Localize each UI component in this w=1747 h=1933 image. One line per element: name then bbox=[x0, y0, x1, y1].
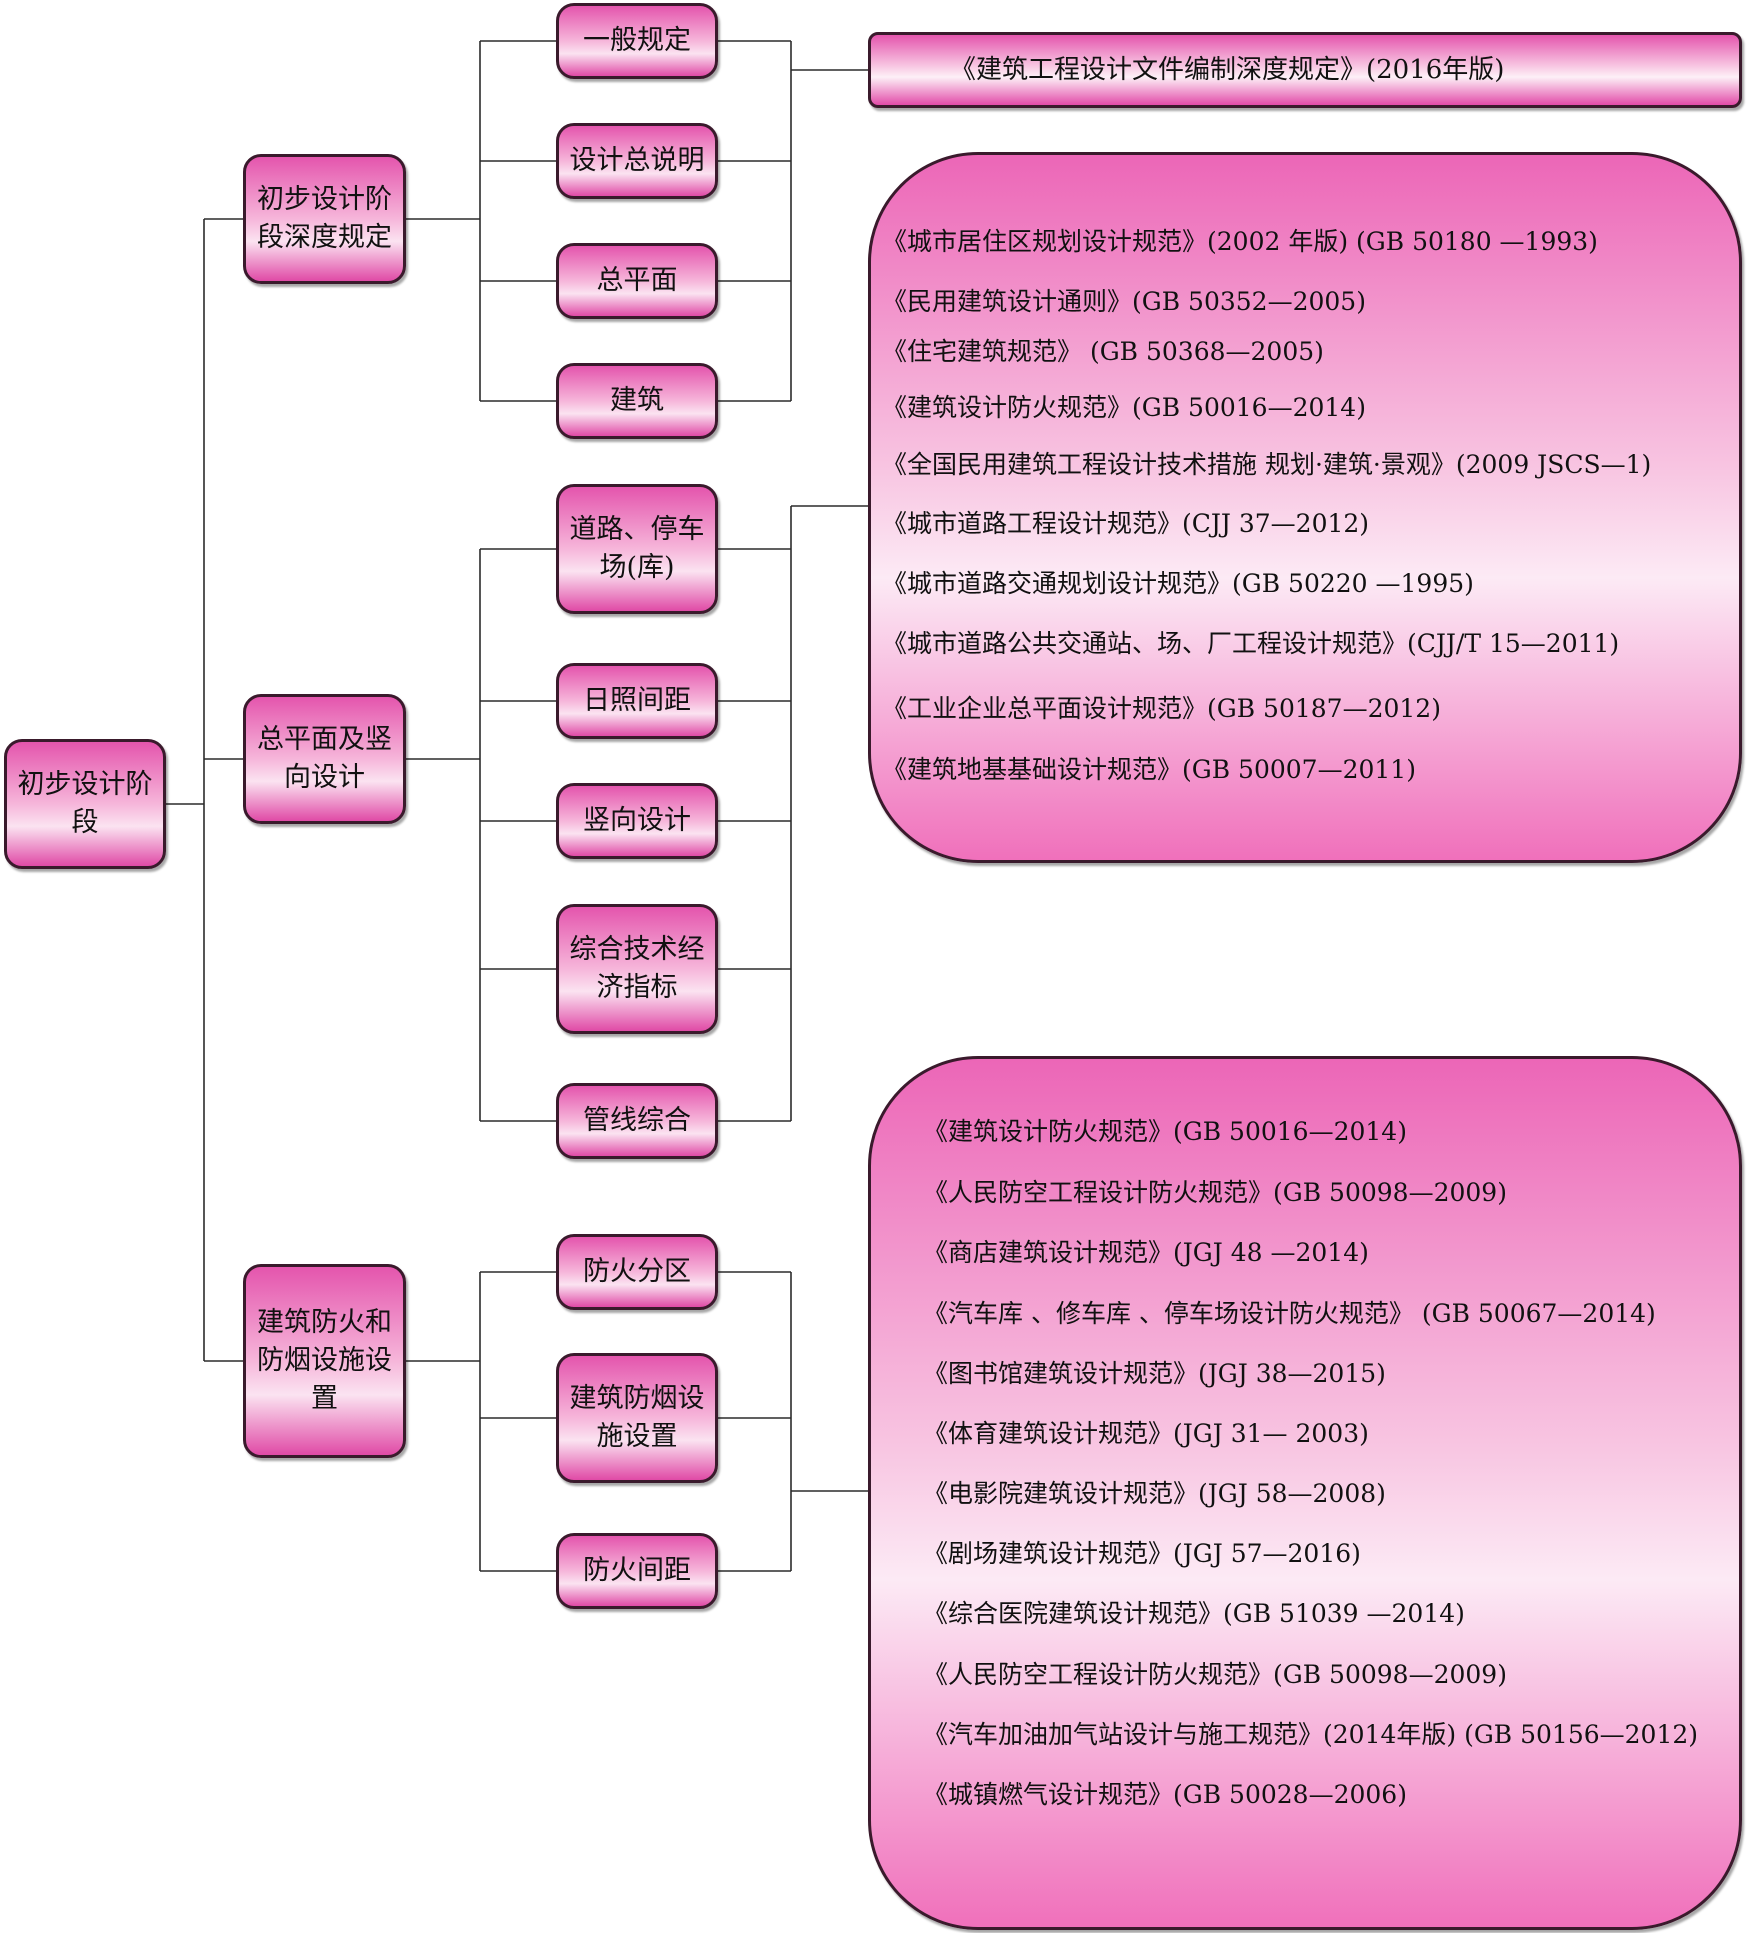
panel-site-planning-standards: 《城市居住区规划设计规范》(2002 年版) (GB 50180 —1993) … bbox=[868, 152, 1742, 863]
standard-ref: 《人民防空工程设计防火规范》(GB 50098—2009) bbox=[923, 1660, 1507, 1689]
node-label: 建筑防烟设 bbox=[569, 1383, 705, 1414]
standard-ref: 《剧场建筑设计规范》(JGJ 57—2016) bbox=[923, 1539, 1361, 1568]
node-label: 建筑 bbox=[610, 385, 664, 416]
standard-ref: 《城市道路交通规划设计规范》(GB 50220 —1995) bbox=[882, 569, 1474, 598]
level2-node-general: 一般规定 bbox=[556, 3, 718, 79]
root-node: 初步设计阶段 bbox=[4, 739, 166, 869]
standard-ref: 《建筑设计防火规范》(GB 50016—2014) bbox=[923, 1117, 1407, 1146]
node-label: 段 bbox=[71, 807, 99, 838]
level2-node-pipeline-integration: 管线综合 bbox=[556, 1083, 718, 1159]
node-label: 一般规定 bbox=[583, 25, 691, 56]
level2-node-roads-parking: 道路、停车场(库) bbox=[556, 484, 718, 614]
level2-node-technical-economic-indicators: 综合技术经济指标 bbox=[556, 904, 718, 1034]
standard-ref: 《综合医院建筑设计规范》(GB 51039 —2014) bbox=[923, 1599, 1465, 1628]
standard-ref: 《电影院建筑设计规范》(JGJ 58—2008) bbox=[923, 1479, 1386, 1508]
standard-ref: 《体育建筑设计规范》(JGJ 31— 2003) bbox=[923, 1419, 1369, 1448]
node-label: 道路、停车 bbox=[569, 514, 705, 545]
standard-ref: 《工业企业总平面设计规范》(GB 50187—2012) bbox=[882, 694, 1441, 723]
standard-ref: 《住宅建筑规范》 (GB 50368—2005) bbox=[882, 337, 1324, 366]
level2-node-sunlight-spacing: 日照间距 bbox=[556, 663, 718, 739]
level2-node-vertical-design: 竖向设计 bbox=[556, 783, 718, 859]
standard-ref: 《建筑工程设计文件编制深度规定》(2016年版) bbox=[950, 55, 1505, 85]
level2-node-fire-compartment: 防火分区 bbox=[556, 1234, 718, 1310]
standard-ref: 《民用建筑设计通则》(GB 50352—2005) bbox=[882, 287, 1366, 316]
node-label: 段深度规定 bbox=[257, 222, 392, 253]
node-label: 设计总说明 bbox=[569, 145, 705, 176]
standard-ref: 《城市居住区规划设计规范》(2002 年版) (GB 50180 —1993) bbox=[882, 227, 1598, 256]
standard-ref: 《城市道路工程设计规范》(CJJ 37—2012) bbox=[882, 509, 1370, 538]
level1-node-fire-smoke-protection: 建筑防火和防烟设施设置 bbox=[243, 1264, 406, 1458]
level2-node-fire-separation: 防火间距 bbox=[556, 1533, 718, 1609]
node-label: 防烟设施设 bbox=[257, 1345, 392, 1376]
node-label: 综合技术经 bbox=[569, 934, 705, 965]
standard-ref: 《图书馆建筑设计规范》(JGJ 38—2015) bbox=[923, 1359, 1386, 1388]
panel-depth-standard: 《建筑工程设计文件编制深度规定》(2016年版) bbox=[868, 32, 1742, 108]
standard-ref: 《人民防空工程设计防火规范》(GB 50098—2009) bbox=[923, 1178, 1507, 1207]
node-label: 日照间距 bbox=[583, 685, 691, 716]
standard-ref: 《城镇燃气设计规范》(GB 50028—2006) bbox=[923, 1780, 1407, 1809]
level2-node-design-description: 设计总说明 bbox=[556, 123, 718, 199]
node-label: 场(库) bbox=[599, 552, 675, 583]
panel-fire-protection-standards: 《建筑设计防火规范》(GB 50016—2014) 《人民防空工程设计防火规范》… bbox=[868, 1056, 1742, 1930]
standard-ref: 《全国民用建筑工程设计技术措施 规划·建筑·景观》(2009 JSCS—1) bbox=[882, 450, 1652, 479]
standard-ref: 《城市道路公共交通站、场、厂工程设计规范》(CJJ/T 15—2011) bbox=[882, 629, 1620, 658]
node-label: 施设置 bbox=[596, 1421, 678, 1452]
standard-ref: 《建筑地基基础设计规范》(GB 50007—2011) bbox=[882, 755, 1416, 784]
standard-ref: 《建筑设计防火规范》(GB 50016—2014) bbox=[882, 393, 1366, 422]
standard-ref: 《汽车库 、修车库 、停车场设计防火规范》 (GB 50067—2014) bbox=[923, 1299, 1656, 1328]
node-label: 防火分区 bbox=[583, 1256, 691, 1287]
node-label: 总平面 bbox=[596, 265, 678, 296]
level2-node-smoke-control: 建筑防烟设施设置 bbox=[556, 1353, 718, 1483]
node-label: 建筑防火和 bbox=[257, 1307, 392, 1338]
node-label: 竖向设计 bbox=[583, 805, 691, 836]
level1-node-site-vertical-design: 总平面及竖向设计 bbox=[243, 694, 406, 824]
node-label: 管线综合 bbox=[583, 1105, 691, 1136]
node-label: 向设计 bbox=[284, 762, 365, 793]
node-label: 初步设计阶 bbox=[17, 769, 153, 800]
level1-node-depth-rules: 初步设计阶段深度规定 bbox=[243, 154, 406, 284]
standard-ref: 《汽车加油加气站设计与施工规范》(2014年版) (GB 50156—2012) bbox=[923, 1720, 1699, 1749]
node-label: 防火间距 bbox=[583, 1555, 691, 1586]
standard-ref: 《商店建筑设计规范》(JGJ 48 —2014) bbox=[923, 1238, 1369, 1267]
level2-node-architecture: 建筑 bbox=[556, 363, 718, 439]
level2-node-site-plan: 总平面 bbox=[556, 243, 718, 319]
node-label: 初步设计阶 bbox=[257, 184, 392, 215]
node-label: 济指标 bbox=[596, 972, 678, 1003]
node-label: 总平面及竖 bbox=[257, 724, 392, 755]
node-label: 置 bbox=[311, 1383, 338, 1414]
